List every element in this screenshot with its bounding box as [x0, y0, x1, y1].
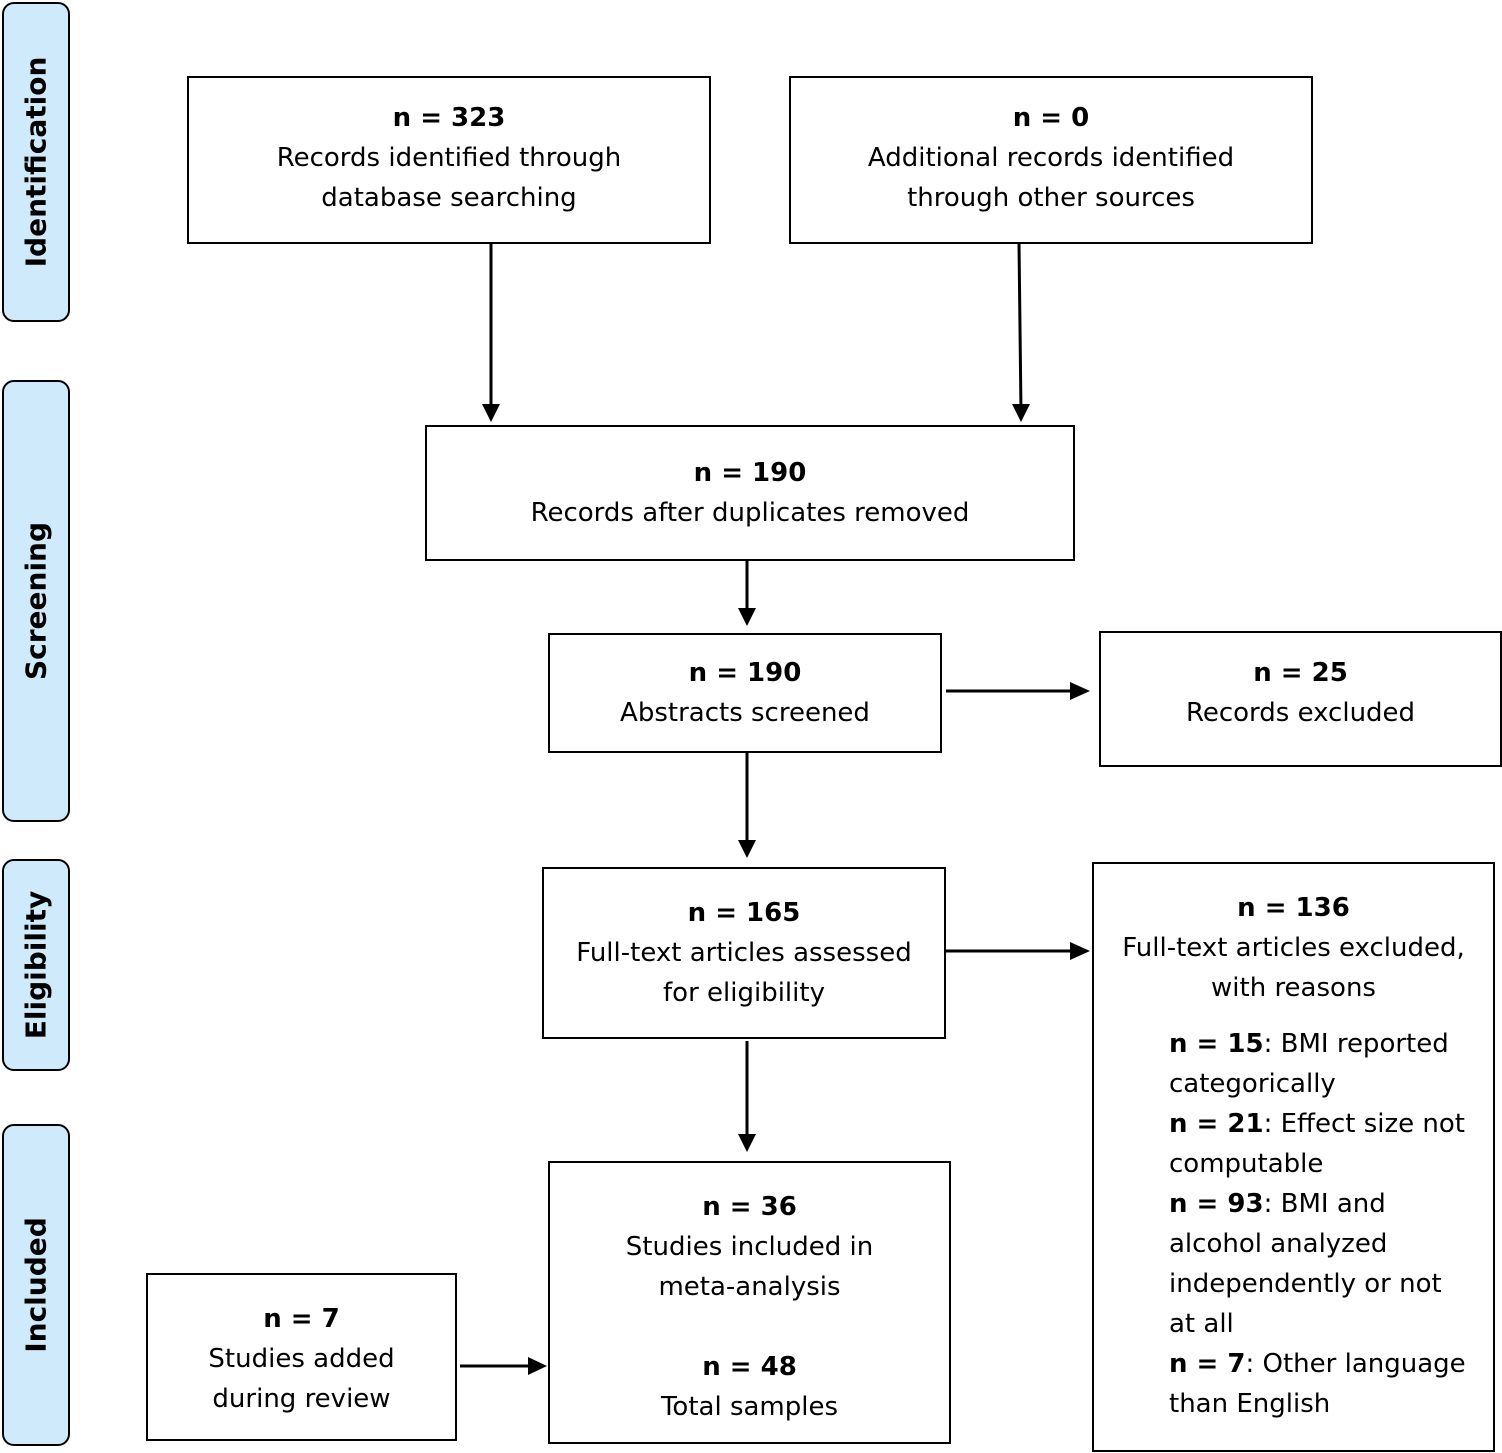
abstracts-screened-desc: Abstracts screened [620, 698, 870, 728]
deduplicated-desc: Records after duplicates removed [530, 498, 970, 528]
exclusion-reason: n = 93: BMI and alcohol analyzed indepen… [1169, 1189, 1442, 1339]
deduplicated-count: n = 190 [693, 458, 807, 488]
database-records-box: n = 323 Records identified through datab… [187, 76, 711, 244]
fulltext-assessed-desc-2: for eligibility [663, 978, 825, 1008]
records-excluded-box: n = 25 Records excluded [1099, 631, 1502, 767]
fulltext-assessed-count: n = 165 [687, 898, 801, 928]
studies-added-desc-2: during review [212, 1384, 391, 1414]
arrow-fulltext-to-included-head [738, 1134, 756, 1152]
abstracts-screened-count: n = 190 [688, 658, 802, 688]
arrow-deduplicated-to-abstracts-head [738, 608, 756, 626]
fulltext-assessed-box: n = 165 Full-text articles assessed for … [542, 867, 946, 1039]
total-samples-count: n = 48 [702, 1352, 797, 1382]
total-samples-desc: Total samples [660, 1392, 839, 1422]
fulltext-excluded-box: n = 136 Full-text articles excluded, wit… [1092, 862, 1495, 1452]
arrow-abstracts-to-fulltext-head [738, 840, 756, 858]
stage-identification: Identification [2, 2, 70, 322]
included-studies-count: n = 36 [702, 1192, 797, 1222]
exclusion-reason: n = 21: Effect size not computable [1169, 1109, 1465, 1179]
stage-screening: Screening [2, 380, 70, 822]
database-records-desc-2: database searching [321, 183, 577, 213]
studies-added-box: n = 7 Studies added during review [146, 1273, 457, 1441]
arrow-other-to-deduplicated [1017, 243, 1023, 413]
stage-label-screening: Screening [19, 521, 53, 681]
database-records-count: n = 323 [392, 103, 506, 133]
included-studies-box: n = 36 Studies included in meta-analysis… [548, 1161, 951, 1444]
fulltext-assessed-desc-1: Full-text articles assessed [576, 938, 912, 968]
deduplicated-box: n = 190 Records after duplicates removed [425, 425, 1075, 561]
exclusion-reasons-list: n = 15: BMI reported categorically n = 2… [1169, 1024, 1473, 1424]
studies-added-desc-1: Studies added [208, 1344, 395, 1374]
studies-added-count: n = 7 [263, 1304, 340, 1334]
other-sources-desc-1: Additional records identified [867, 143, 1235, 173]
other-sources-count: n = 0 [1012, 103, 1090, 133]
fulltext-excluded-desc-2: with reasons [1211, 973, 1376, 1003]
fulltext-excluded-count: n = 136 [1237, 893, 1350, 923]
stage-eligibility: Eligibility [2, 859, 70, 1071]
arrow-other-to-deduplicated-head [1012, 404, 1030, 422]
exclusion-reason: n = 15: BMI reported categorically [1169, 1029, 1449, 1099]
records-excluded-count: n = 25 [1253, 658, 1348, 688]
arrow-abstracts-to-excluded-head [1070, 682, 1090, 700]
exclusion-reason: n = 7: Other language than English [1169, 1349, 1466, 1419]
stage-included: Included [2, 1124, 70, 1446]
included-studies-desc-1: Studies included in [625, 1232, 874, 1262]
fulltext-excluded-desc-1: Full-text articles excluded, [1122, 933, 1465, 963]
records-excluded-desc: Records excluded [1185, 698, 1416, 728]
stage-label-included: Included [19, 1217, 53, 1353]
arrow-added-to-included-head [528, 1357, 547, 1375]
other-sources-desc-2: through other sources [907, 183, 1195, 213]
arrow-database-to-deduplicated-head [482, 404, 500, 422]
included-studies-desc-2: meta-analysis [658, 1272, 841, 1302]
stage-label-identification: Identification [19, 56, 53, 268]
abstracts-screened-box: n = 190 Abstracts screened [548, 633, 942, 753]
stage-label-eligibility: Eligibility [19, 890, 53, 1040]
arrow-fulltext-to-excluded-head [1070, 942, 1090, 960]
other-sources-box: n = 0 Additional records identified thro… [789, 76, 1313, 244]
database-records-desc-1: Records identified through [276, 143, 622, 173]
